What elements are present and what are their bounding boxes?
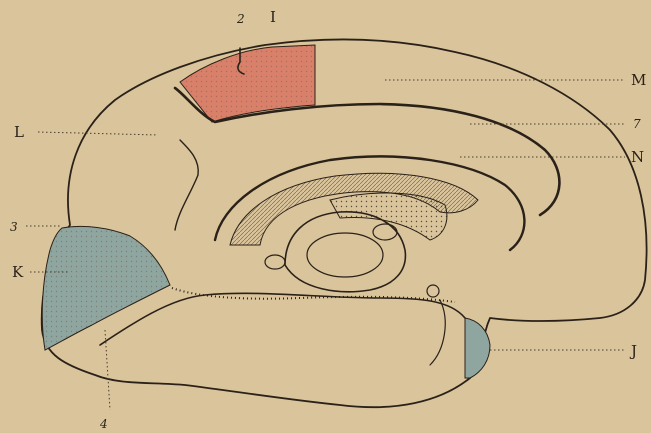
- label-K: K: [12, 263, 24, 281]
- label-7: 7: [633, 117, 641, 131]
- label-L: L: [14, 123, 24, 141]
- label-I: I: [270, 8, 276, 26]
- label-J: J: [629, 342, 637, 360]
- label-M: M: [631, 71, 646, 89]
- label-2: 2: [236, 12, 245, 26]
- label-N: N: [631, 148, 644, 166]
- label-4: 4: [99, 417, 108, 431]
- label-3: 3: [10, 220, 18, 234]
